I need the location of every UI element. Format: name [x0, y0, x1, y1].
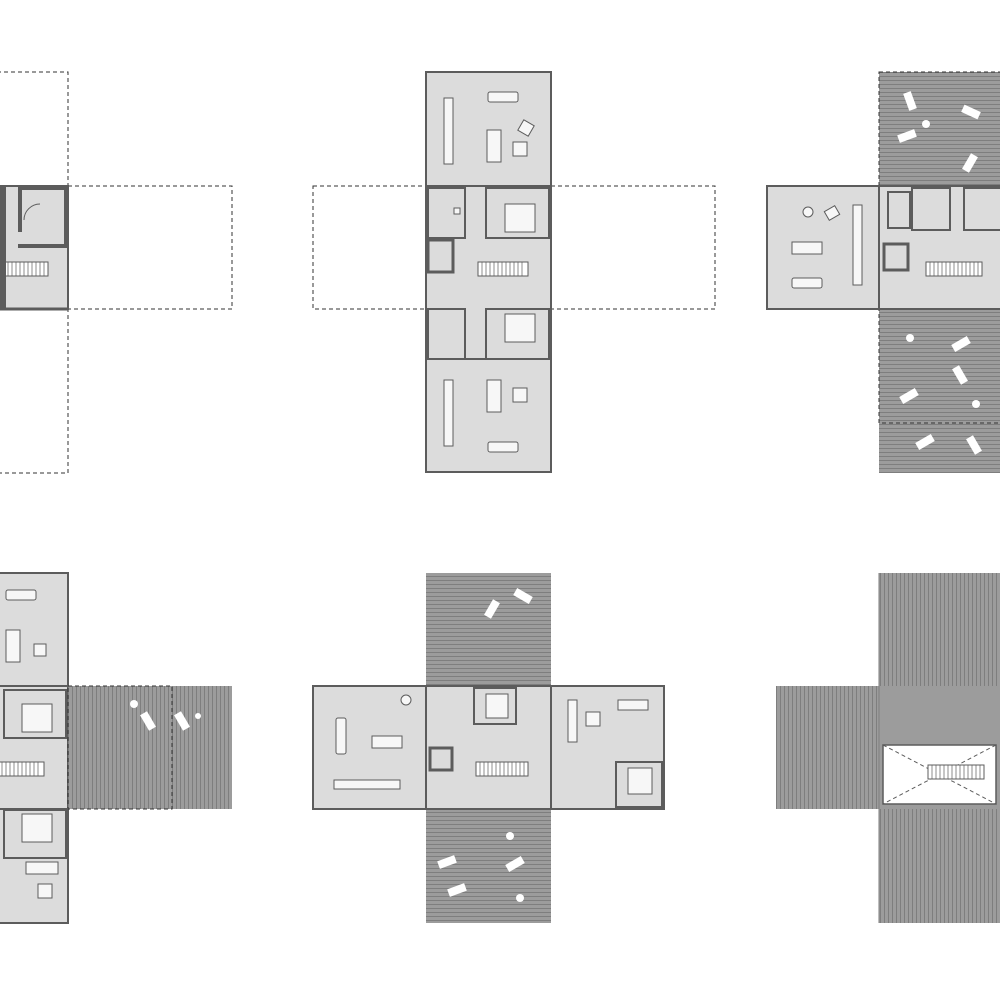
deck-bottom: [879, 309, 1000, 473]
dashed-module-top: [0, 71, 69, 187]
deck-top: [426, 573, 551, 686]
kitchen-counter: [852, 204, 863, 286]
kitchen-counter: [443, 379, 454, 447]
dashed-module-right: [67, 185, 233, 310]
bed: [504, 203, 536, 233]
deck-right: [68, 686, 232, 809]
dashed-module-right: [550, 185, 716, 310]
dining-table: [335, 717, 347, 755]
dining-table: [5, 589, 37, 601]
staircase: [0, 761, 45, 777]
bed: [21, 813, 53, 843]
room: [963, 187, 1000, 231]
dashed-module-left: [312, 185, 427, 310]
side-table: [802, 206, 814, 218]
staircase: [477, 261, 529, 277]
sofa: [791, 241, 823, 255]
roof-bottom: [879, 809, 1000, 923]
armchair: [512, 141, 528, 157]
roof-left: [776, 686, 879, 809]
sofa: [617, 699, 649, 711]
door-gap: [18, 232, 24, 244]
panel-3: [766, 71, 1000, 473]
wall-left-thick: [0, 186, 6, 309]
sofa: [486, 129, 502, 163]
dining-table: [585, 711, 601, 727]
kitchen-counter: [443, 97, 454, 165]
skylight: [882, 744, 997, 805]
side-table: [400, 694, 412, 706]
bed: [504, 313, 536, 343]
chair: [823, 204, 841, 222]
bathroom: [427, 308, 466, 360]
sofa: [486, 379, 502, 413]
staircase: [925, 261, 983, 277]
panel-2: [312, 71, 716, 473]
armchair: [517, 119, 535, 137]
deck-furniture: [437, 588, 533, 902]
sofa: [25, 861, 59, 875]
dashed-module-bottom: [0, 308, 69, 474]
panel-4: [0, 572, 232, 924]
armchair: [512, 387, 528, 403]
panel-6: [776, 573, 1000, 923]
bed: [485, 693, 509, 719]
dining-table: [791, 277, 823, 289]
deck-furniture: [897, 91, 982, 455]
deck-top: [879, 72, 1000, 186]
room: [911, 187, 951, 231]
deck-furniture: [130, 700, 201, 731]
kitchen-counter: [567, 699, 578, 743]
service-box: [428, 746, 454, 772]
service-box: [882, 242, 910, 272]
dining-table: [487, 91, 519, 103]
dashed-deck: [67, 685, 173, 810]
service-box: [426, 238, 455, 274]
bathroom: [887, 191, 911, 229]
roof-top: [879, 573, 1000, 686]
panel-1: [0, 71, 233, 474]
dining-table: [487, 441, 519, 453]
sofa: [5, 629, 21, 663]
kitchen-counter: [333, 779, 401, 790]
sofa: [371, 735, 403, 749]
dashed-deck-bottom: [878, 308, 1000, 424]
toilet: [453, 207, 461, 215]
armchair: [33, 643, 47, 657]
staircase: [475, 761, 529, 777]
bathroom-room: [18, 186, 68, 248]
door-swing: [23, 203, 41, 221]
bed: [627, 767, 653, 795]
staircase: [0, 261, 49, 277]
panel-5: [312, 573, 665, 923]
bed: [21, 703, 53, 733]
armchair: [37, 883, 53, 899]
